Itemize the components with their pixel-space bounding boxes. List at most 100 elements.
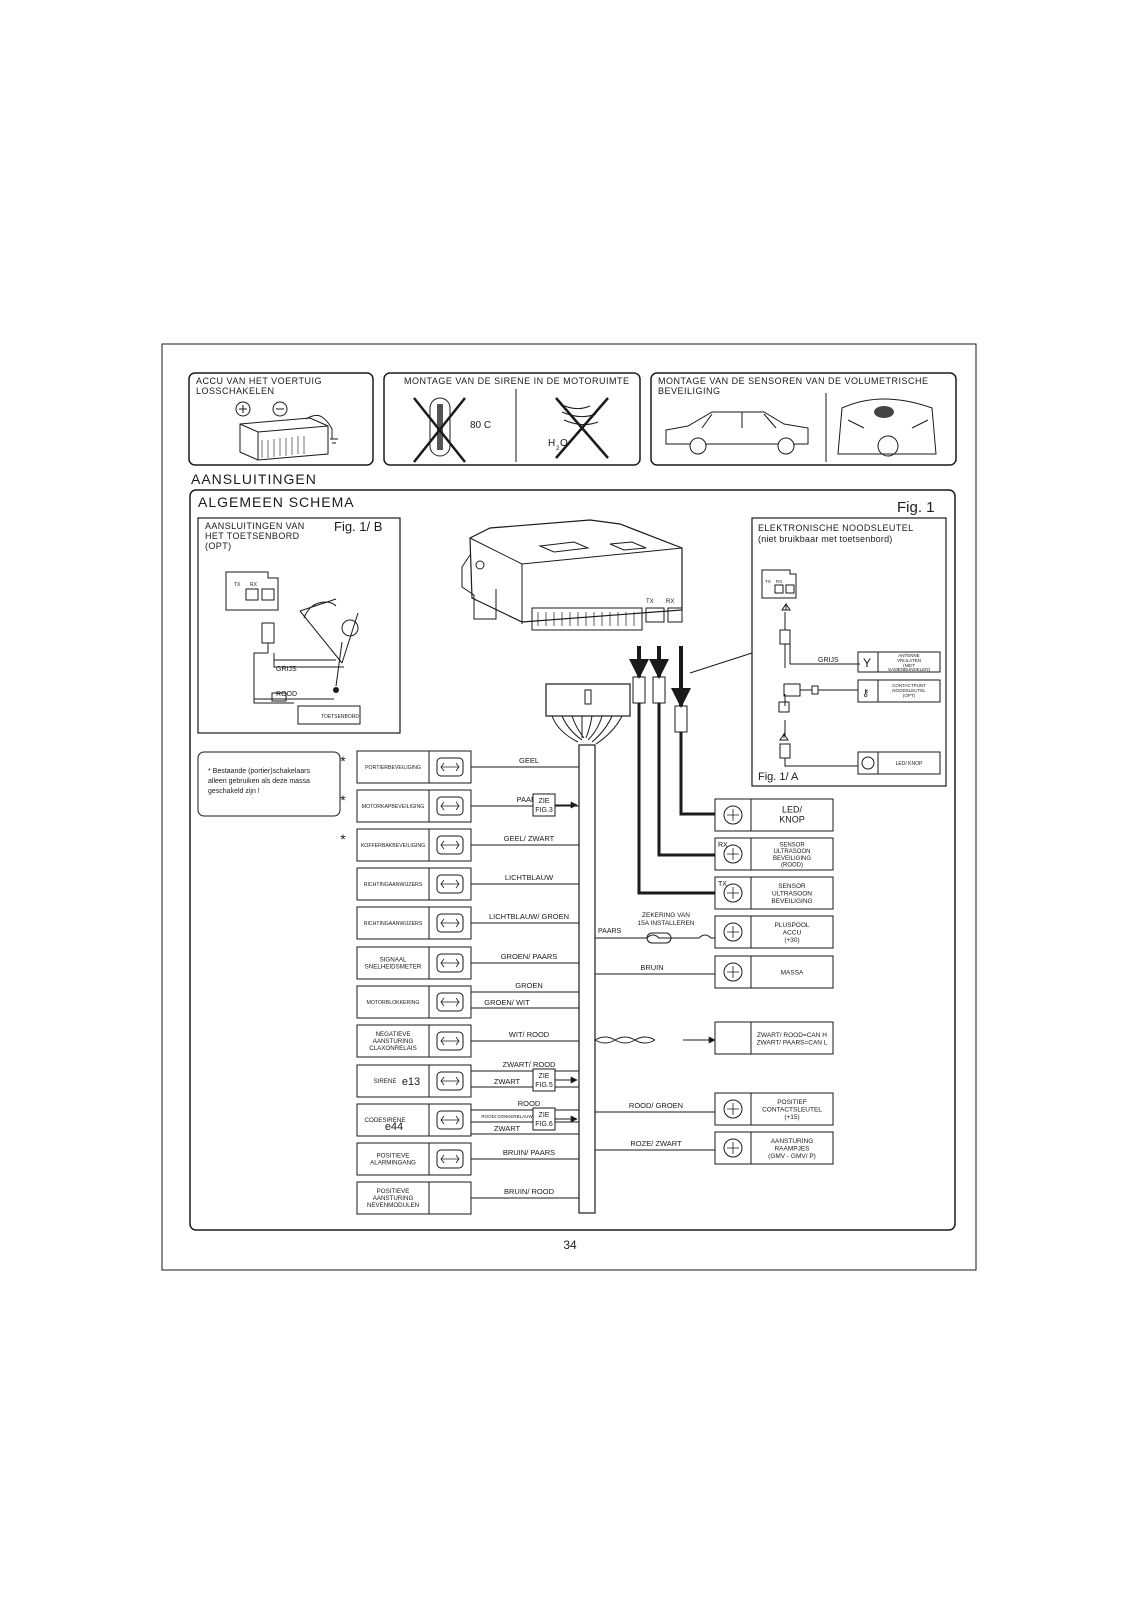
- wire-label: GROEN/ WIT: [484, 998, 530, 1007]
- right-module-tag: RX: [718, 842, 728, 849]
- engine-block-icon: [436, 992, 464, 1012]
- right-module-label: ULTRASOON: [772, 891, 812, 898]
- fig1a-fig-label: Fig. 1/ A: [758, 771, 799, 783]
- right-module-label: KNOP: [779, 815, 805, 825]
- right-module-label: BEVEILIGING: [773, 856, 811, 862]
- wire-label: GROEN: [515, 981, 543, 990]
- wire-label-bruin: BRUIN: [640, 963, 663, 972]
- ultrasonic-sensor-icon: [723, 844, 743, 864]
- right-module-label: (+30): [784, 937, 799, 944]
- fuse-label-1: ZEKERING VAN: [642, 912, 690, 919]
- emergency-key-panel: ELEKTRONISCHE NOODSLEUTEL (niet bruikbaa…: [751, 517, 947, 787]
- right-module-label: PLUSPOOL: [774, 922, 809, 929]
- left-module: PORTIERBEVEILIGING*GEEL: [340, 750, 579, 784]
- schema-title: ALGEMEEN SCHEMA: [198, 494, 355, 510]
- see-figure-label: ZIE: [539, 1073, 550, 1080]
- see-figure-label: FIG.5: [535, 1082, 553, 1089]
- wire-label: GEEL/ ZWART: [504, 834, 555, 843]
- note-line-2: alleen gebruiken als deze massa: [208, 778, 310, 785]
- left-module-label: AANSTURING: [373, 1195, 414, 1202]
- contact-label-1: CONTACTPUNT: [892, 683, 926, 688]
- wire-label: BRUIN/ ROOD: [504, 1187, 555, 1196]
- battery-panel-subtitle: LOSSCHAKELEN: [196, 386, 275, 396]
- schema-fig-label: Fig. 1: [897, 499, 935, 516]
- sensors-panel-subtitle: BEVEILIGING: [658, 386, 721, 396]
- wire-label-paars-right: PAARS: [598, 928, 622, 935]
- right-module-label: ZWART/ ROOD=CAN H: [757, 1032, 827, 1039]
- left-module-code: e44: [385, 1121, 403, 1133]
- antenna-label-2: VRIJLATEN: [897, 658, 921, 663]
- fig1a-wire-grijs: GRIJS: [818, 657, 839, 664]
- contact-label-3: (OPT): [903, 693, 916, 698]
- wire-label: ZWART: [494, 1124, 521, 1133]
- right-module: MASSA: [714, 955, 834, 989]
- fig1b-title-1: AANSLUITINGEN VAN: [205, 521, 305, 531]
- wire-label: ROOD/ DONKERBLAUW: [481, 1114, 533, 1119]
- fig1b-rx-label: RX: [250, 582, 258, 588]
- left-module-label: POSITIEVE: [377, 1152, 410, 1159]
- warning-star: *: [340, 831, 346, 847]
- left-module-label: SIGNAAL: [380, 956, 407, 963]
- module-icon: [436, 1149, 464, 1169]
- wire-label: PAARS: [517, 795, 542, 804]
- section-heading: AANSLUITINGEN: [191, 471, 317, 487]
- left-module-label: AANSTURING: [373, 1038, 414, 1045]
- antenna-label-1: ANTENNE: [898, 653, 920, 658]
- ignition-key-small-icon: ⚷: [862, 688, 869, 699]
- sensors-panel: MONTAGE VAN DE SENSOREN VAN DE VOLUMETRI…: [650, 372, 957, 466]
- antenna-label-3: (NIET: [903, 663, 915, 668]
- ultrasonic-sensor-icon: [723, 883, 743, 903]
- battery-icon: [235, 401, 338, 461]
- right-module-label: MASSA: [781, 970, 804, 977]
- wire-label: GEEL: [519, 756, 539, 765]
- see-figure-label: FIG.3: [535, 807, 553, 814]
- right-module-label: (GMV - GMV/ P): [768, 1153, 816, 1160]
- wire-label: GROEN/ PAARS: [501, 952, 558, 961]
- right-module-label: ZWART/ PAARS=CAN L: [757, 1039, 828, 1046]
- see-figure-label: ZIE: [539, 798, 550, 805]
- fig1b-title-2: HET TOETSENBORD: [205, 531, 300, 541]
- left-module-label: CLAXONRELAIS: [369, 1045, 416, 1052]
- fuse-label-2: 15A INSTALLEREN: [638, 920, 695, 927]
- water-label-o: O: [560, 438, 568, 449]
- fig1b-title-3: (OPT): [205, 541, 232, 551]
- wire-label: LICHTBLAUW/ GROEN: [489, 912, 569, 921]
- battery-panel: ACCU VAN HET VOERTUIG LOSSCHAKELEN: [188, 372, 374, 466]
- fig1a-title-1: ELEKTRONISCHE NOODSLEUTEL: [758, 523, 914, 533]
- unit-tx-label: TX: [646, 599, 654, 605]
- speedometer-icon: [436, 953, 464, 973]
- antenna-label-4: SAMENBUNDELEN): [888, 667, 931, 672]
- contact-label-2: NOODSLEUTEL: [892, 688, 926, 693]
- wire-label: BRUIN/ PAARS: [503, 1148, 555, 1157]
- right-module-label: POSITIEF: [777, 1099, 807, 1106]
- right-module-label: (ROOD): [781, 863, 803, 869]
- left-module-code: e13: [402, 1076, 420, 1088]
- control-unit: TX RX: [461, 519, 683, 631]
- note-line-1: * Bestaande (portier)schakelaars: [208, 768, 310, 775]
- hood-switch-icon: [436, 796, 464, 816]
- water-label: H: [548, 438, 555, 449]
- left-module-label: PORTIERBEVEILIGING: [365, 765, 421, 771]
- fig1a-tx-label: TX: [765, 579, 771, 584]
- left-module-list: PORTIERBEVEILIGING*GEELMOTORKAPBEVEILIGI…: [340, 750, 579, 1215]
- left-module-label: MOTORBLOKKERING: [367, 1000, 420, 1006]
- left-module-label: NEGATIEVE: [376, 1031, 411, 1038]
- water-label-sub: 2: [556, 446, 560, 452]
- note-box: * Bestaande (portier)schakelaars alleen …: [197, 751, 341, 817]
- door-switch-icon: [436, 757, 464, 777]
- right-module-label: ULTRASOON: [774, 849, 811, 855]
- fig1b-tx-label: TX: [234, 582, 241, 588]
- left-module-label: RICHTINGAANWIJZERS: [364, 882, 423, 888]
- key-icon: [303, 601, 359, 637]
- wire-label: WIT/ ROOD: [509, 1030, 550, 1039]
- fig1a-rx-label: RX: [776, 579, 782, 584]
